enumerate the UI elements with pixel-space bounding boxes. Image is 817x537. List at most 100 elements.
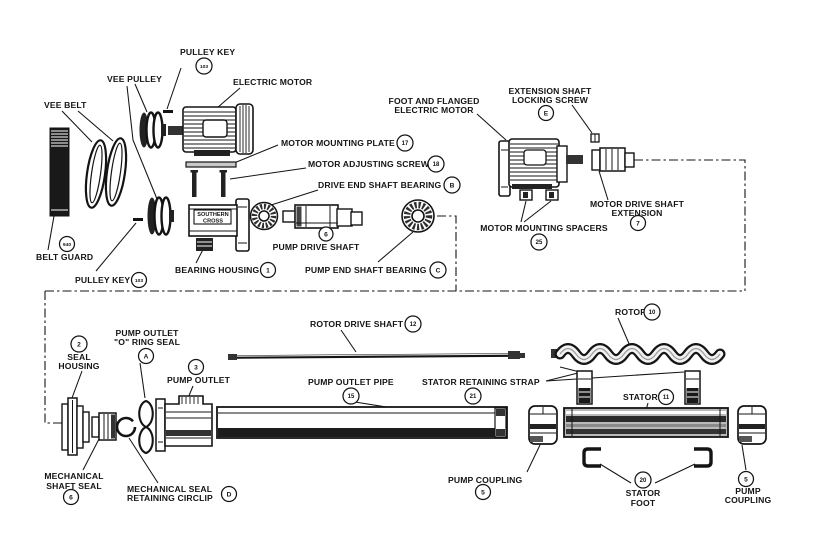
foot-flanged-motor-drawing (498, 138, 583, 197)
stator-drawing (563, 407, 729, 438)
label-pump-outlet: PUMP OUTLET (167, 375, 231, 385)
label-motor-mounting-plate: MOTOR MOUNTING PLATE (281, 138, 395, 148)
callout-pump-drive-shaft: 6 (324, 231, 328, 238)
motor-mounting-spacers-drawing (519, 189, 559, 201)
callout-pump-end-shaft-bearing: C (436, 267, 441, 274)
label-pump-coupling-right-1: PUMP (735, 486, 761, 496)
label-foot-flanged-motor-2: ELECTRIC MOTOR (394, 105, 474, 115)
label-mechanical-seal-retaining-circlip-2: RETAINING CIRCLIP (127, 493, 213, 503)
label-mechanical-shaft-seal-2: SHAFT SEAL (46, 481, 101, 491)
pump-end-shaft-bearing-drawing (401, 199, 435, 233)
stator-retaining-strap-right-drawing (684, 370, 701, 405)
callout-motor-mounting-spacers: 25 (536, 240, 543, 246)
label-stator-foot-1: STATOR (626, 488, 661, 498)
rotor-drive-shaft-drawing (228, 351, 525, 360)
label-drive-end-shaft-bearing: DRIVE END SHAFT BEARING (318, 180, 441, 190)
callout-motor-mounting-plate: 17 (402, 141, 409, 147)
label-pump-outlet-o-ring-seal-2: "O" RING SEAL (114, 337, 180, 347)
label-electric-motor: ELECTRIC MOTOR (233, 77, 313, 87)
pump-drive-shaft-drawing (282, 204, 363, 229)
vee-belt-drawing (84, 137, 128, 209)
label-vee-belt: VEE BELT (44, 100, 87, 110)
callout-mechanical-seal-retaining-circlip: D (227, 491, 232, 498)
motor-adjusting-screw-drawing (190, 170, 227, 197)
stator-retaining-strap-left-drawing (576, 370, 593, 405)
motor-mounting-plate-drawing (185, 161, 237, 168)
callouts: 103 940 103 17 18 B 6 1 C E 7 25 2 A 3 1… (58, 57, 755, 506)
label-pump-outlet-pipe: PUMP OUTLET PIPE (308, 377, 394, 387)
callout-extension-shaft-locking-screw: E (544, 110, 549, 117)
callout-motor-drive-shaft-extension: 7 (636, 220, 640, 227)
vee-pulley-lower-drawing (147, 196, 174, 236)
brand-line1: SOUTHERN (197, 212, 228, 218)
label-stator-foot-2: FOOT (631, 498, 656, 508)
callout-seal-housing: 2 (77, 341, 81, 348)
label-seal-housing-1: SEAL (67, 352, 91, 362)
drive-end-shaft-bearing-drawing (249, 201, 279, 231)
callout-pump-coupling-right: 5 (744, 476, 748, 483)
electric-motor-drawing (168, 103, 254, 156)
label-mechanical-shaft-seal-1: MECHANICAL (44, 471, 103, 481)
label-pump-end-shaft-bearing: PUMP END SHAFT BEARING (305, 265, 427, 275)
pump-outlet-drawing (155, 395, 213, 452)
pump-coupling-mid-drawing (528, 405, 558, 445)
leader-lines (47, 67, 747, 484)
callout-bearing-housing: 1 (266, 267, 270, 274)
label-motor-mounting-spacers: MOTOR MOUNTING SPACERS (480, 223, 608, 233)
label-stator: STATOR (623, 392, 658, 402)
label-mechanical-seal-retaining-circlip-1: MECHANICAL SEAL (127, 484, 212, 494)
callout-pump-outlet-pipe: 15 (348, 394, 355, 400)
pump-coupling-right-drawing (737, 405, 767, 445)
label-seal-housing-2: HOUSING (58, 361, 99, 371)
label-belt-guard: BELT GUARD (36, 252, 93, 262)
vee-pulley-upper-drawing (139, 111, 166, 149)
mechanical-seal-retaining-circlip-drawing (115, 416, 137, 438)
callout-mechanical-shaft-seal: 6 (69, 494, 73, 501)
callout-motor-adjusting-screw: 18 (433, 162, 440, 168)
callout-stator-retaining-strap: 21 (470, 394, 477, 400)
motor-drive-shaft-extension-drawing (591, 147, 635, 172)
callout-rotor-drive-shaft: 12 (410, 322, 417, 328)
label-extension-shaft-locking-screw-2: LOCKING SCREW (512, 95, 589, 105)
callout-drive-end-shaft-bearing: B (450, 182, 455, 189)
rotor-drawing (551, 343, 726, 365)
pulley-key-top-drawing (163, 110, 173, 113)
stator-foot-drawing (582, 447, 713, 468)
label-stator-retaining-strap: STATOR RETAINING STRAP (422, 377, 540, 387)
bearing-housing-drawing: SOUTHERN CROSS (188, 198, 250, 252)
label-extension-shaft-locking-screw-1: EXTENSION SHAFT (509, 86, 593, 96)
label-rotor: ROTOR (615, 307, 647, 317)
callout-pump-outlet: 3 (194, 364, 198, 371)
label-vee-pulley: VEE PULLEY (107, 74, 162, 84)
extension-shaft-locking-screw-drawing (590, 133, 600, 143)
pulley-key-bottom-drawing (133, 218, 143, 221)
callout-pulley-key-bottom: 103 (135, 278, 143, 284)
alignment-dash-dot-lines (44, 159, 746, 424)
callout-belt-guard: 940 (63, 242, 71, 248)
callout-stator-foot: 20 (640, 478, 647, 484)
label-bearing-housing: BEARING HOUSING (175, 265, 260, 275)
label-pulley-key-top: PULLEY KEY (180, 47, 235, 57)
callout-rotor: 10 (649, 310, 656, 316)
label-motor-drive-shaft-extension-1: MOTOR DRIVE SHAFT (590, 199, 685, 209)
label-pump-coupling-right-2: COUPLING (725, 495, 772, 505)
brand-line2: CROSS (203, 219, 223, 225)
mechanical-shaft-seal-drawing (91, 412, 117, 441)
belt-guard-drawing (49, 127, 70, 217)
label-foot-flanged-motor-1: FOOT AND FLANGED (389, 96, 480, 106)
pump-outlet-o-ring-seal-drawing (138, 399, 154, 455)
labels: VEE BELT VEE PULLEY PULLEY KEY ELECTRIC … (36, 47, 771, 508)
callout-pump-coupling-mid: 5 (481, 489, 485, 496)
label-pump-drive-shaft: PUMP DRIVE SHAFT (273, 242, 360, 252)
label-rotor-drive-shaft: ROTOR DRIVE SHAFT (310, 319, 404, 329)
label-pulley-key-bottom: PULLEY KEY (75, 275, 130, 285)
label-pump-coupling-mid: PUMP COUPLING (448, 475, 523, 485)
label-motor-drive-shaft-extension-2: EXTENSION (611, 208, 662, 218)
pump-outlet-pipe-drawing (216, 406, 508, 439)
callout-stator: 11 (663, 395, 670, 401)
label-motor-adjusting-screw: MOTOR ADJUSTING SCREW (308, 159, 430, 169)
seal-housing-drawing (61, 397, 90, 456)
label-pump-outlet-o-ring-seal-1: PUMP OUTLET (115, 328, 179, 338)
